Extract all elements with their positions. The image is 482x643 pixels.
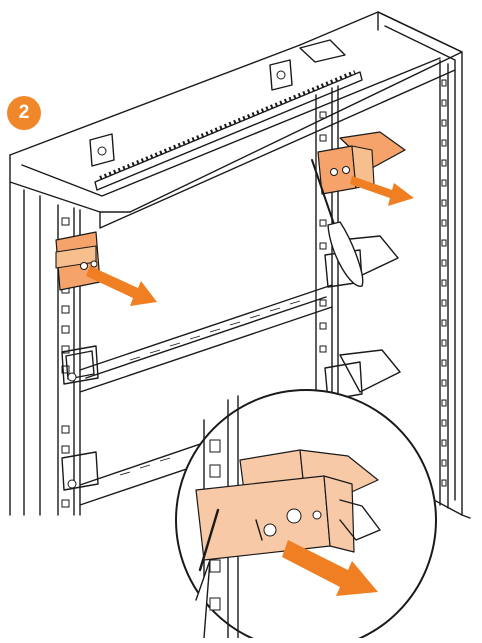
right-bracket-low (324, 349, 401, 401)
arrow-top-right (350, 176, 414, 206)
arrow-left (86, 266, 157, 306)
detail-magnifier (175, 389, 437, 643)
clip-top-right (317, 131, 406, 195)
cable-comb (89, 39, 363, 191)
step-number-badge: 2 (7, 96, 41, 130)
screwdriver (311, 159, 364, 287)
rear-upright (439, 59, 449, 509)
left-bracket-upper (61, 345, 99, 385)
cabinet-frame (9, 11, 471, 519)
din-rail-upper (79, 284, 333, 393)
clip-left (55, 231, 101, 291)
left-bracket-lower (61, 451, 99, 491)
